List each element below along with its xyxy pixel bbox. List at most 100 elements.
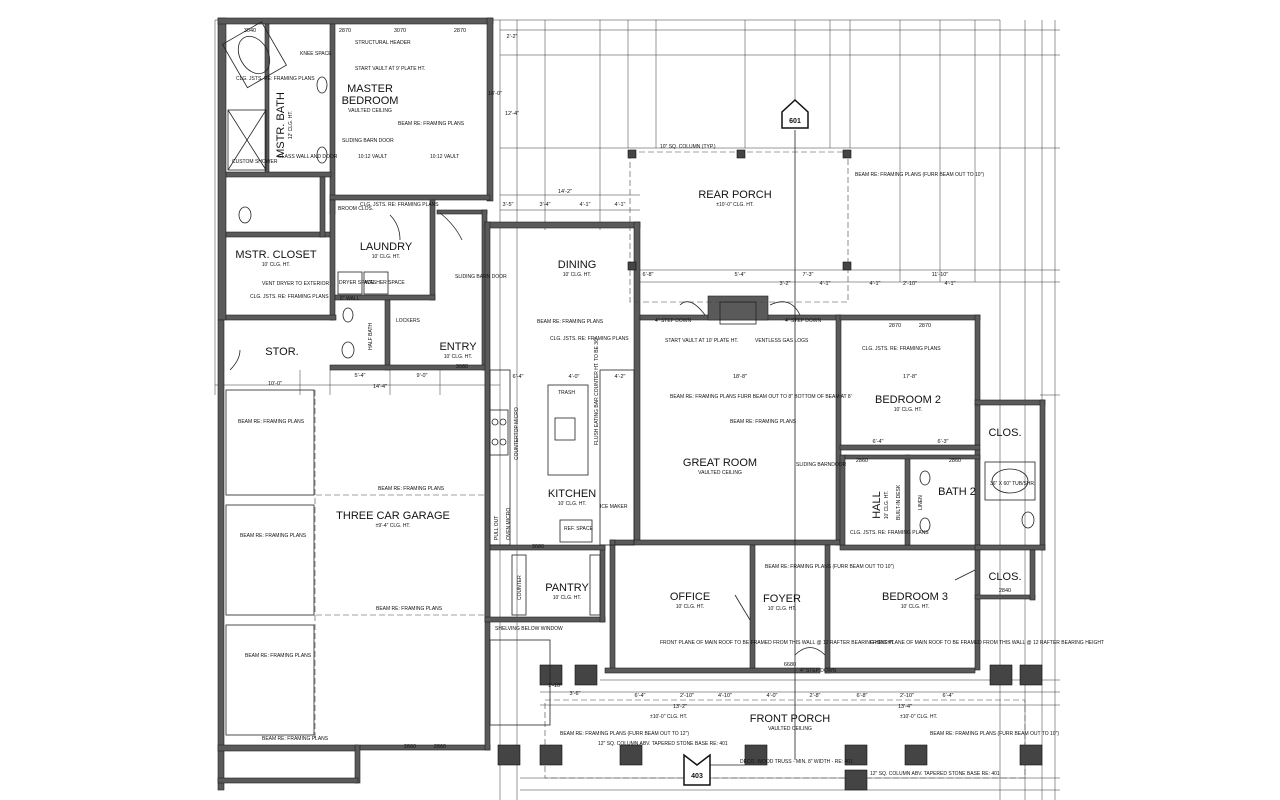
mstr-closet-name: MSTR. CLOSET: [235, 249, 317, 261]
dim-5: 2'-2": [507, 34, 518, 40]
note-pull-out: PULL OUT: [494, 516, 500, 540]
bedroom-2-name: BEDROOM 2: [875, 394, 941, 406]
stor-name: STOR.: [265, 346, 298, 358]
garage-name: THREE CAR GARAGE: [336, 510, 450, 522]
note-beam-furr-foyer: BEAM RE: FRAMING PLANS (FURR BEAM OUT TO…: [765, 564, 894, 570]
dim-10: 3'-4": [540, 202, 551, 208]
great-room-name: GREAT ROOM: [683, 457, 757, 469]
note-lockers: LOCKERS: [396, 318, 421, 324]
dim-32: 6'-3": [938, 439, 949, 445]
note-dryer-space: DRYER SPACE: [339, 280, 375, 286]
note-structural-header: STRUCTURAL HEADER: [355, 40, 411, 46]
foyer-name: FOYER: [763, 593, 801, 605]
note-6in-wall: 6" WALL: [340, 296, 360, 302]
clos-2-name: CLOS.: [988, 571, 1021, 583]
dim-52: 2860: [856, 458, 868, 464]
dim-28: 4'-2": [615, 374, 626, 380]
master-bedroom-name-2: BEDROOM: [342, 95, 399, 107]
note-half-bath: HALF BATH: [368, 322, 374, 350]
dim-54: 2840: [999, 588, 1011, 594]
dining-name: DINING: [558, 259, 597, 271]
note-garage-beam-4: BEAM RE: FRAMING PLANS: [378, 486, 445, 492]
dim-26: 6'-4": [513, 374, 524, 380]
section-bubble-403: 403: [683, 753, 711, 786]
clos-1-name: CLOS.: [988, 427, 1021, 439]
front-porch-columns: [497, 664, 1043, 791]
note-garage-beam-3: BEAM RE: FRAMING PLANS: [245, 653, 312, 659]
dim-38: 4'-0": [767, 693, 778, 699]
dim-29: 18'-8": [733, 374, 747, 380]
dim-35: 6'-4": [635, 693, 646, 699]
laundry-name: LAUNDRY: [360, 241, 413, 253]
dim-17: 4'-1": [820, 281, 831, 287]
note-column-stone-left: 12" SQ. COLUMN ABV. TAPERED STONE BASE R…: [598, 741, 728, 747]
dim-23: 14'-4": [373, 384, 387, 390]
room-labels: MASTER BEDROOM VAULTED CEILING MSTR. BAT…: [235, 83, 1021, 732]
note-clg-jsts-hall: CLG. JSTS. RE: FRAMING PLANS: [850, 530, 929, 536]
walls: [217, 17, 1046, 791]
garage-bays: [225, 389, 485, 740]
note-sliding-barn-door: SLIDING BARN DOOR: [342, 138, 394, 144]
great-room-sub: VAULTED CEILING: [698, 470, 742, 476]
dim-4: 2870: [454, 28, 466, 34]
note-beam-furr-8: BEAM RE: FRAMING PLANS FURR BEAM OUT TO …: [670, 394, 852, 400]
note-built-in-desk: BUILT-IN DESK: [896, 484, 902, 520]
note-clg-jsts-closet: CLG. JSTS. RE: FRAMING PLANS: [250, 294, 329, 300]
note-counter: COUNTER: [517, 575, 523, 600]
pantry-sub: 10' CLG. HT.: [553, 595, 581, 601]
dim-33: 3'-6": [570, 691, 581, 697]
dim-3: 3070: [394, 28, 406, 34]
dim-47: 2870: [889, 323, 901, 329]
dim-12: 4'-1": [615, 202, 626, 208]
rear-porch-outline: [629, 151, 849, 303]
dim-42: 6'-4": [943, 693, 954, 699]
hall-name: HALL: [871, 491, 883, 519]
note-sliding-barndoor: SLIDING BARNDOOR: [796, 462, 847, 468]
note-tub-shr: 36" X 60" TUB/SHR.: [990, 481, 1035, 487]
section-lines: [710, 130, 796, 766]
dim-16: 3'-2": [780, 281, 791, 287]
note-clg-jsts-dining: CLG. JSTS. RE: FRAMING PLANS: [550, 336, 629, 342]
note-column-stone-right: 12" SQ. COLUMN ABV. TAPERED STONE BASE R…: [870, 771, 1000, 777]
note-vault-1012-a: 10:12 VAULT: [358, 154, 387, 160]
note-ref-space: REF. SPACE: [564, 526, 593, 532]
mstr-bath-name: MSTR. BATH: [275, 92, 287, 158]
dim-11: 4'-1": [580, 202, 591, 208]
bubble-601-label: 601: [789, 118, 801, 125]
note-step-down-1: 4" STEP DOWN: [655, 318, 692, 324]
dim-49: 6680: [784, 662, 796, 668]
note-ventless-gas-logs: VENTLESS GAS LOGS: [755, 338, 809, 344]
dim-41: 2'-10": [900, 693, 914, 699]
note-clg-jsts-master-bath: CLG. JSTS. RE: FRAMING PLANS: [236, 76, 315, 82]
dim-15: 7'-3": [803, 272, 814, 278]
kitchen-sub: 10' CLG. HT.: [558, 501, 586, 507]
pantry-name: PANTRY: [545, 582, 589, 594]
note-beam-framing-2: BEAM RE: FRAMING PLANS: [730, 419, 797, 425]
bedroom-3-sub: 10' CLG. HT.: [901, 604, 929, 610]
kitchen-name: KITCHEN: [548, 488, 596, 500]
fixtures: [221, 21, 1036, 726]
dim-44: 13'-4": [898, 704, 912, 710]
master-bedroom-name-1: MASTER: [347, 83, 393, 95]
dim-27: 4'-0": [569, 374, 580, 380]
note-sq-column: 10" SQ. COLUMN (TYP.): [660, 144, 716, 150]
note-beam-framing-master: BEAM RE: FRAMING PLANS: [398, 121, 465, 127]
note-garage-beam-6: BEAM RE: FRAMING PLANS: [262, 736, 329, 742]
note-step-down-2: 4" STEP DOWN: [785, 318, 822, 324]
note-front-plane-office: FRONT PLANE OF MAIN ROOF TO BE FRAMED FR…: [660, 640, 894, 646]
dim-40: 6'-8": [857, 693, 868, 699]
note-knee-space: KNEE SPACE: [300, 51, 332, 57]
note-beam-furr-10: BEAM RE: FRAMING PLANS (FURR BEAM OUT TO…: [855, 172, 984, 178]
master-bedroom-sub: VAULTED CEILING: [348, 108, 392, 114]
dim-9: 3'-5": [503, 202, 514, 208]
note-garage-beam-2: BEAM RE: FRAMING PLANS: [240, 533, 307, 539]
note-front-plane-bed3: FRONT PLANE OF MAIN ROOF TO BE FRAMED FR…: [870, 640, 1104, 646]
note-glass-wall: GLASS WALL AND DOOR: [278, 154, 338, 160]
dim-6: 12'-4": [505, 111, 519, 117]
note-broom-clos: BROOM CLOS.: [338, 206, 373, 212]
dim-25: 9'-0": [417, 373, 428, 379]
note-clg-jsts-bed2: CLG. JSTS. RE: FRAMING PLANS: [862, 346, 941, 352]
mstr-closet-sub: 10' CLG. HT.: [262, 262, 290, 268]
dim-19: 4'-1": [870, 281, 881, 287]
